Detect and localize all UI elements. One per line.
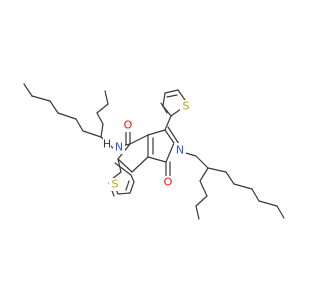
thiophene-top-bonds [160,89,186,131]
right-alkyl-chain-bonds [178,150,285,220]
nitrogen-left-label: N [113,140,125,154]
sulfur-top-label: S [180,100,191,113]
oxygen-bottom-label: O [162,176,174,189]
hydrogen-label: H [103,138,111,151]
sulfur-top-text: S [183,100,190,113]
oxygen-top-text: O [124,119,133,132]
hydrogen-text: H [103,138,111,151]
nitrogen-left-text: N [115,141,123,154]
left-alkyl-chain-bonds [23,83,131,149]
sulfur-bottom-text: S [112,178,119,191]
molecule-diagram: O O N N S S H [23,83,285,220]
oxygen-bottom-text: O [164,176,173,189]
core-bonds [114,126,180,177]
oxygen-top-label: O [122,119,133,132]
atom-labels: O O N N S S H [103,100,191,191]
sulfur-bottom-label: S [109,178,120,191]
nitrogen-right-text: N [176,144,184,157]
molecule-structure [23,83,285,220]
nitrogen-right-label: N [174,143,186,157]
